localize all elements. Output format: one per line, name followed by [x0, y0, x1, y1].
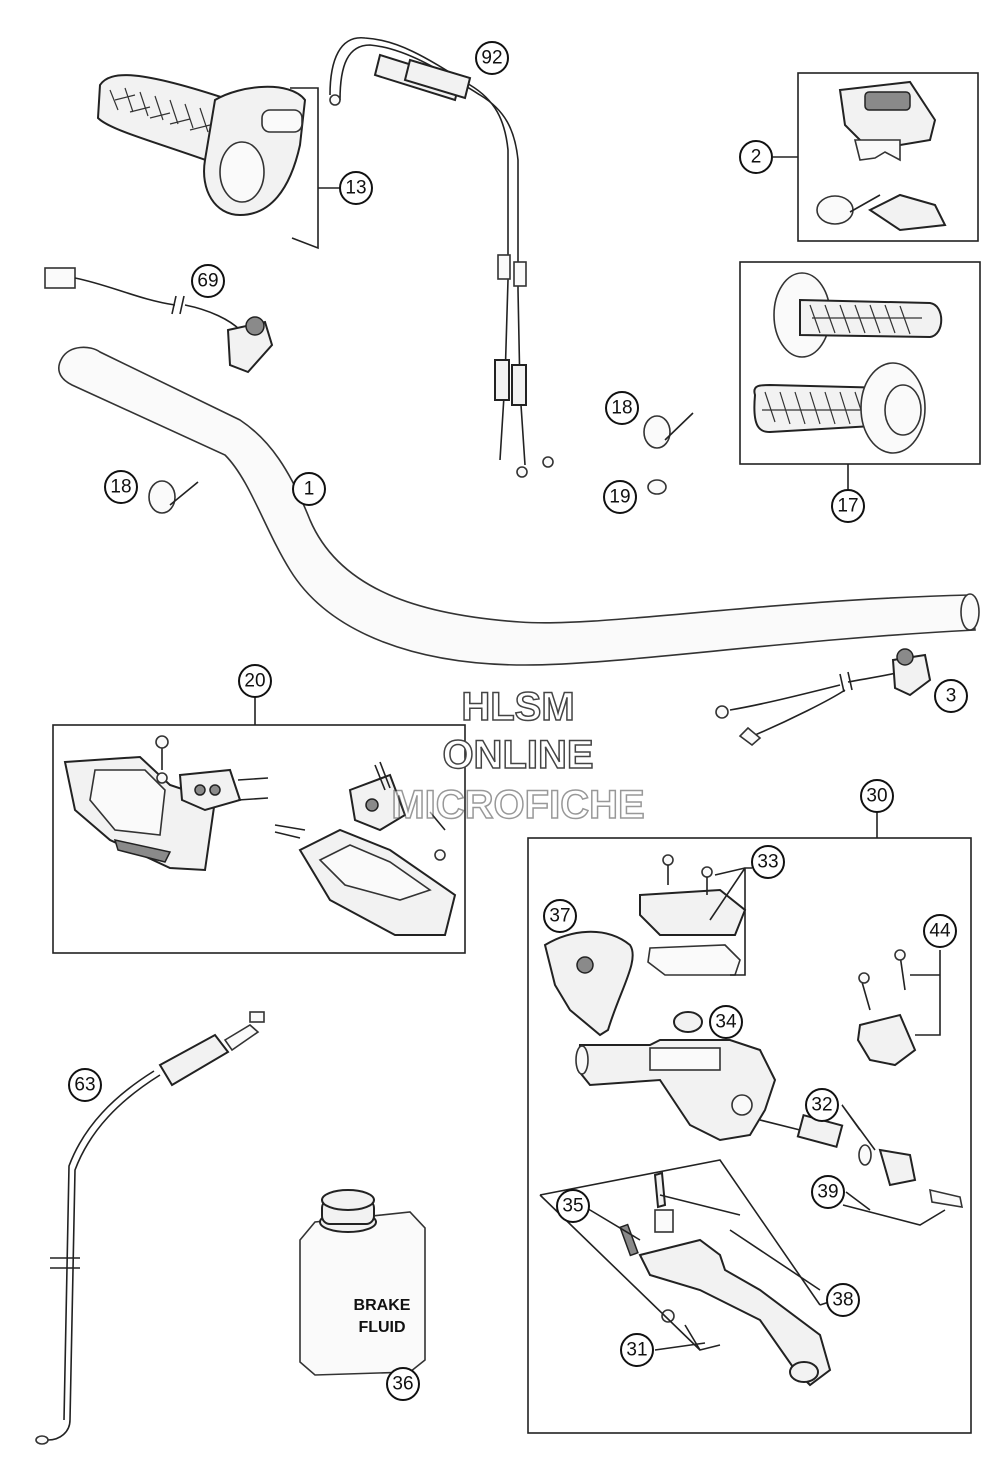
callout-33: 33	[751, 845, 785, 879]
callout-37: 37	[543, 899, 577, 933]
part-box-17	[739, 261, 981, 465]
svg-text:36: 36	[392, 1374, 413, 1395]
brake-master-cylinder	[575, 1039, 777, 1142]
brake-fluid-label-line1: BRAKE	[354, 1297, 411, 1314]
reservoir-plug	[673, 1011, 703, 1033]
watermark-line3: MICROFICHE	[391, 783, 644, 827]
svg-text:92: 92	[481, 48, 502, 69]
brake-hose	[35, 1011, 265, 1445]
svg-text:39: 39	[817, 1182, 838, 1203]
svg-text:44: 44	[929, 921, 951, 942]
handlebar	[58, 346, 980, 666]
clamp-and-bolts	[856, 949, 941, 1067]
callout-17: 17	[831, 489, 865, 523]
svg-text:30: 30	[866, 786, 887, 807]
callout-39: 39	[811, 1175, 845, 1209]
callout-36: 36	[386, 1367, 420, 1401]
callout-18a: 18	[104, 470, 138, 504]
throttle-grip-assembly	[96, 74, 340, 250]
svg-text:69: 69	[197, 271, 218, 292]
brake-fluid-can: BRAKE FLUID	[299, 1189, 426, 1376]
svg-text:35: 35	[562, 1196, 583, 1217]
callout-31: 31	[620, 1333, 654, 1367]
callout-30: 30	[860, 779, 894, 813]
svg-text:32: 32	[811, 1095, 832, 1116]
callout-35: 35	[556, 1189, 590, 1223]
cable-clip-nut	[647, 479, 667, 495]
kill-switch	[44, 267, 274, 374]
watermark-line1: HLSM	[461, 685, 574, 729]
brake-fluid-label-line2: FLUID	[358, 1319, 405, 1336]
start-switch	[715, 648, 932, 747]
callout-32: 32	[805, 1088, 839, 1122]
handlebar-grips	[753, 272, 943, 454]
svg-text:31: 31	[626, 1340, 647, 1361]
svg-text:37: 37	[549, 906, 570, 927]
svg-text:18: 18	[110, 477, 131, 498]
callout-69: 69	[191, 264, 225, 298]
callout-20: 20	[238, 664, 272, 698]
callout-13: 13	[339, 171, 373, 205]
svg-text:13: 13	[345, 178, 366, 199]
watermark: HLSM ONLINE MICROFICHE	[391, 684, 646, 828]
svg-text:1: 1	[304, 479, 315, 500]
svg-text:3: 3	[946, 686, 957, 707]
piston-kit	[759, 1104, 964, 1226]
callout-3: 3	[934, 679, 968, 713]
svg-text:38: 38	[832, 1290, 853, 1311]
callout-44: 44	[923, 914, 957, 948]
brake-lever	[539, 1159, 832, 1387]
svg-text:19: 19	[609, 487, 630, 508]
callout-63: 63	[68, 1068, 102, 1102]
callout-34: 34	[709, 1005, 743, 1039]
svg-text:33: 33	[757, 852, 778, 873]
svg-text:34: 34	[715, 1012, 737, 1033]
watermark-line2: ONLINE	[442, 733, 593, 777]
callout-1: 1	[292, 472, 326, 506]
callout-2: 2	[739, 140, 773, 174]
throttle-cables	[329, 37, 554, 478]
svg-text:18: 18	[611, 398, 632, 419]
callout-19: 19	[603, 480, 637, 514]
cable-tie-left	[148, 480, 199, 514]
svg-text:2: 2	[751, 147, 762, 168]
cable-tie-right	[643, 412, 694, 449]
callout-18b: 18	[605, 391, 639, 425]
switch-cover-parts	[816, 80, 947, 232]
master-cylinder-cover	[639, 854, 752, 976]
svg-text:63: 63	[74, 1075, 95, 1096]
svg-text:20: 20	[244, 671, 265, 692]
handguard-kit	[63, 735, 457, 936]
callout-38: 38	[826, 1283, 860, 1317]
part-box-30	[527, 837, 972, 1434]
part-box-20	[52, 724, 466, 954]
brake-lever-guard	[543, 930, 634, 1037]
callout-92: 92	[475, 41, 509, 75]
svg-text:17: 17	[837, 496, 858, 517]
